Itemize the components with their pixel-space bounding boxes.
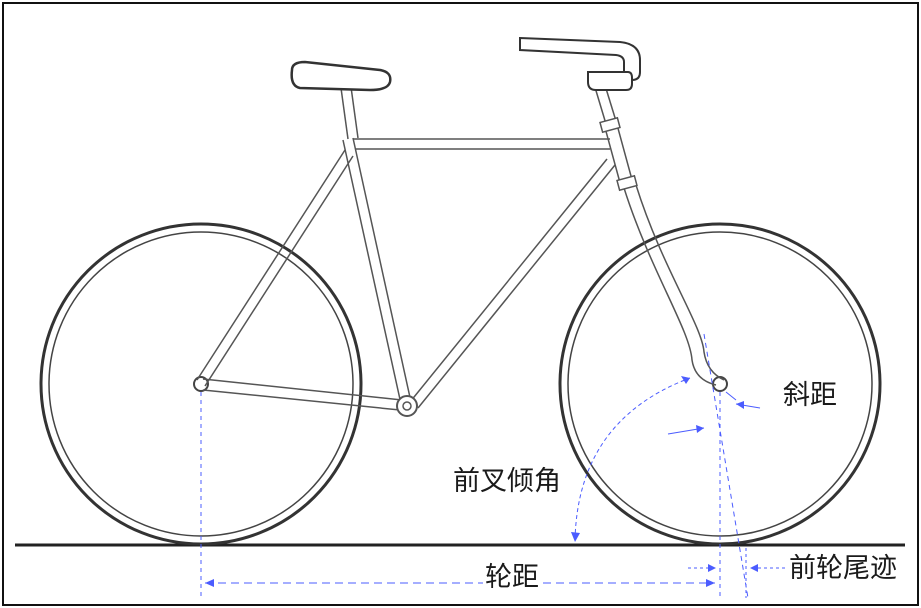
wheelbase-label: 轮距 bbox=[483, 562, 541, 593]
arrowheads bbox=[205, 376, 758, 587]
saddle bbox=[290, 60, 392, 92]
trail-label: 前轮尾迹 bbox=[789, 553, 897, 584]
bottom-bracket bbox=[396, 395, 418, 417]
offset-line bbox=[725, 391, 737, 401]
bicycle-frame bbox=[196, 81, 725, 411]
bottom-bracket-inner bbox=[402, 401, 412, 411]
head-angle-label: 前叉倾角 bbox=[453, 466, 561, 497]
offset-label: 斜距 bbox=[783, 380, 837, 411]
headset-upper bbox=[599, 116, 621, 134]
headset-lower bbox=[616, 174, 638, 192]
front-hub bbox=[712, 376, 728, 392]
handlebar-stem bbox=[587, 71, 633, 91]
steering-axis bbox=[703, 333, 749, 599]
rear-hub bbox=[193, 376, 209, 392]
head-angle-arc bbox=[574, 377, 691, 541]
